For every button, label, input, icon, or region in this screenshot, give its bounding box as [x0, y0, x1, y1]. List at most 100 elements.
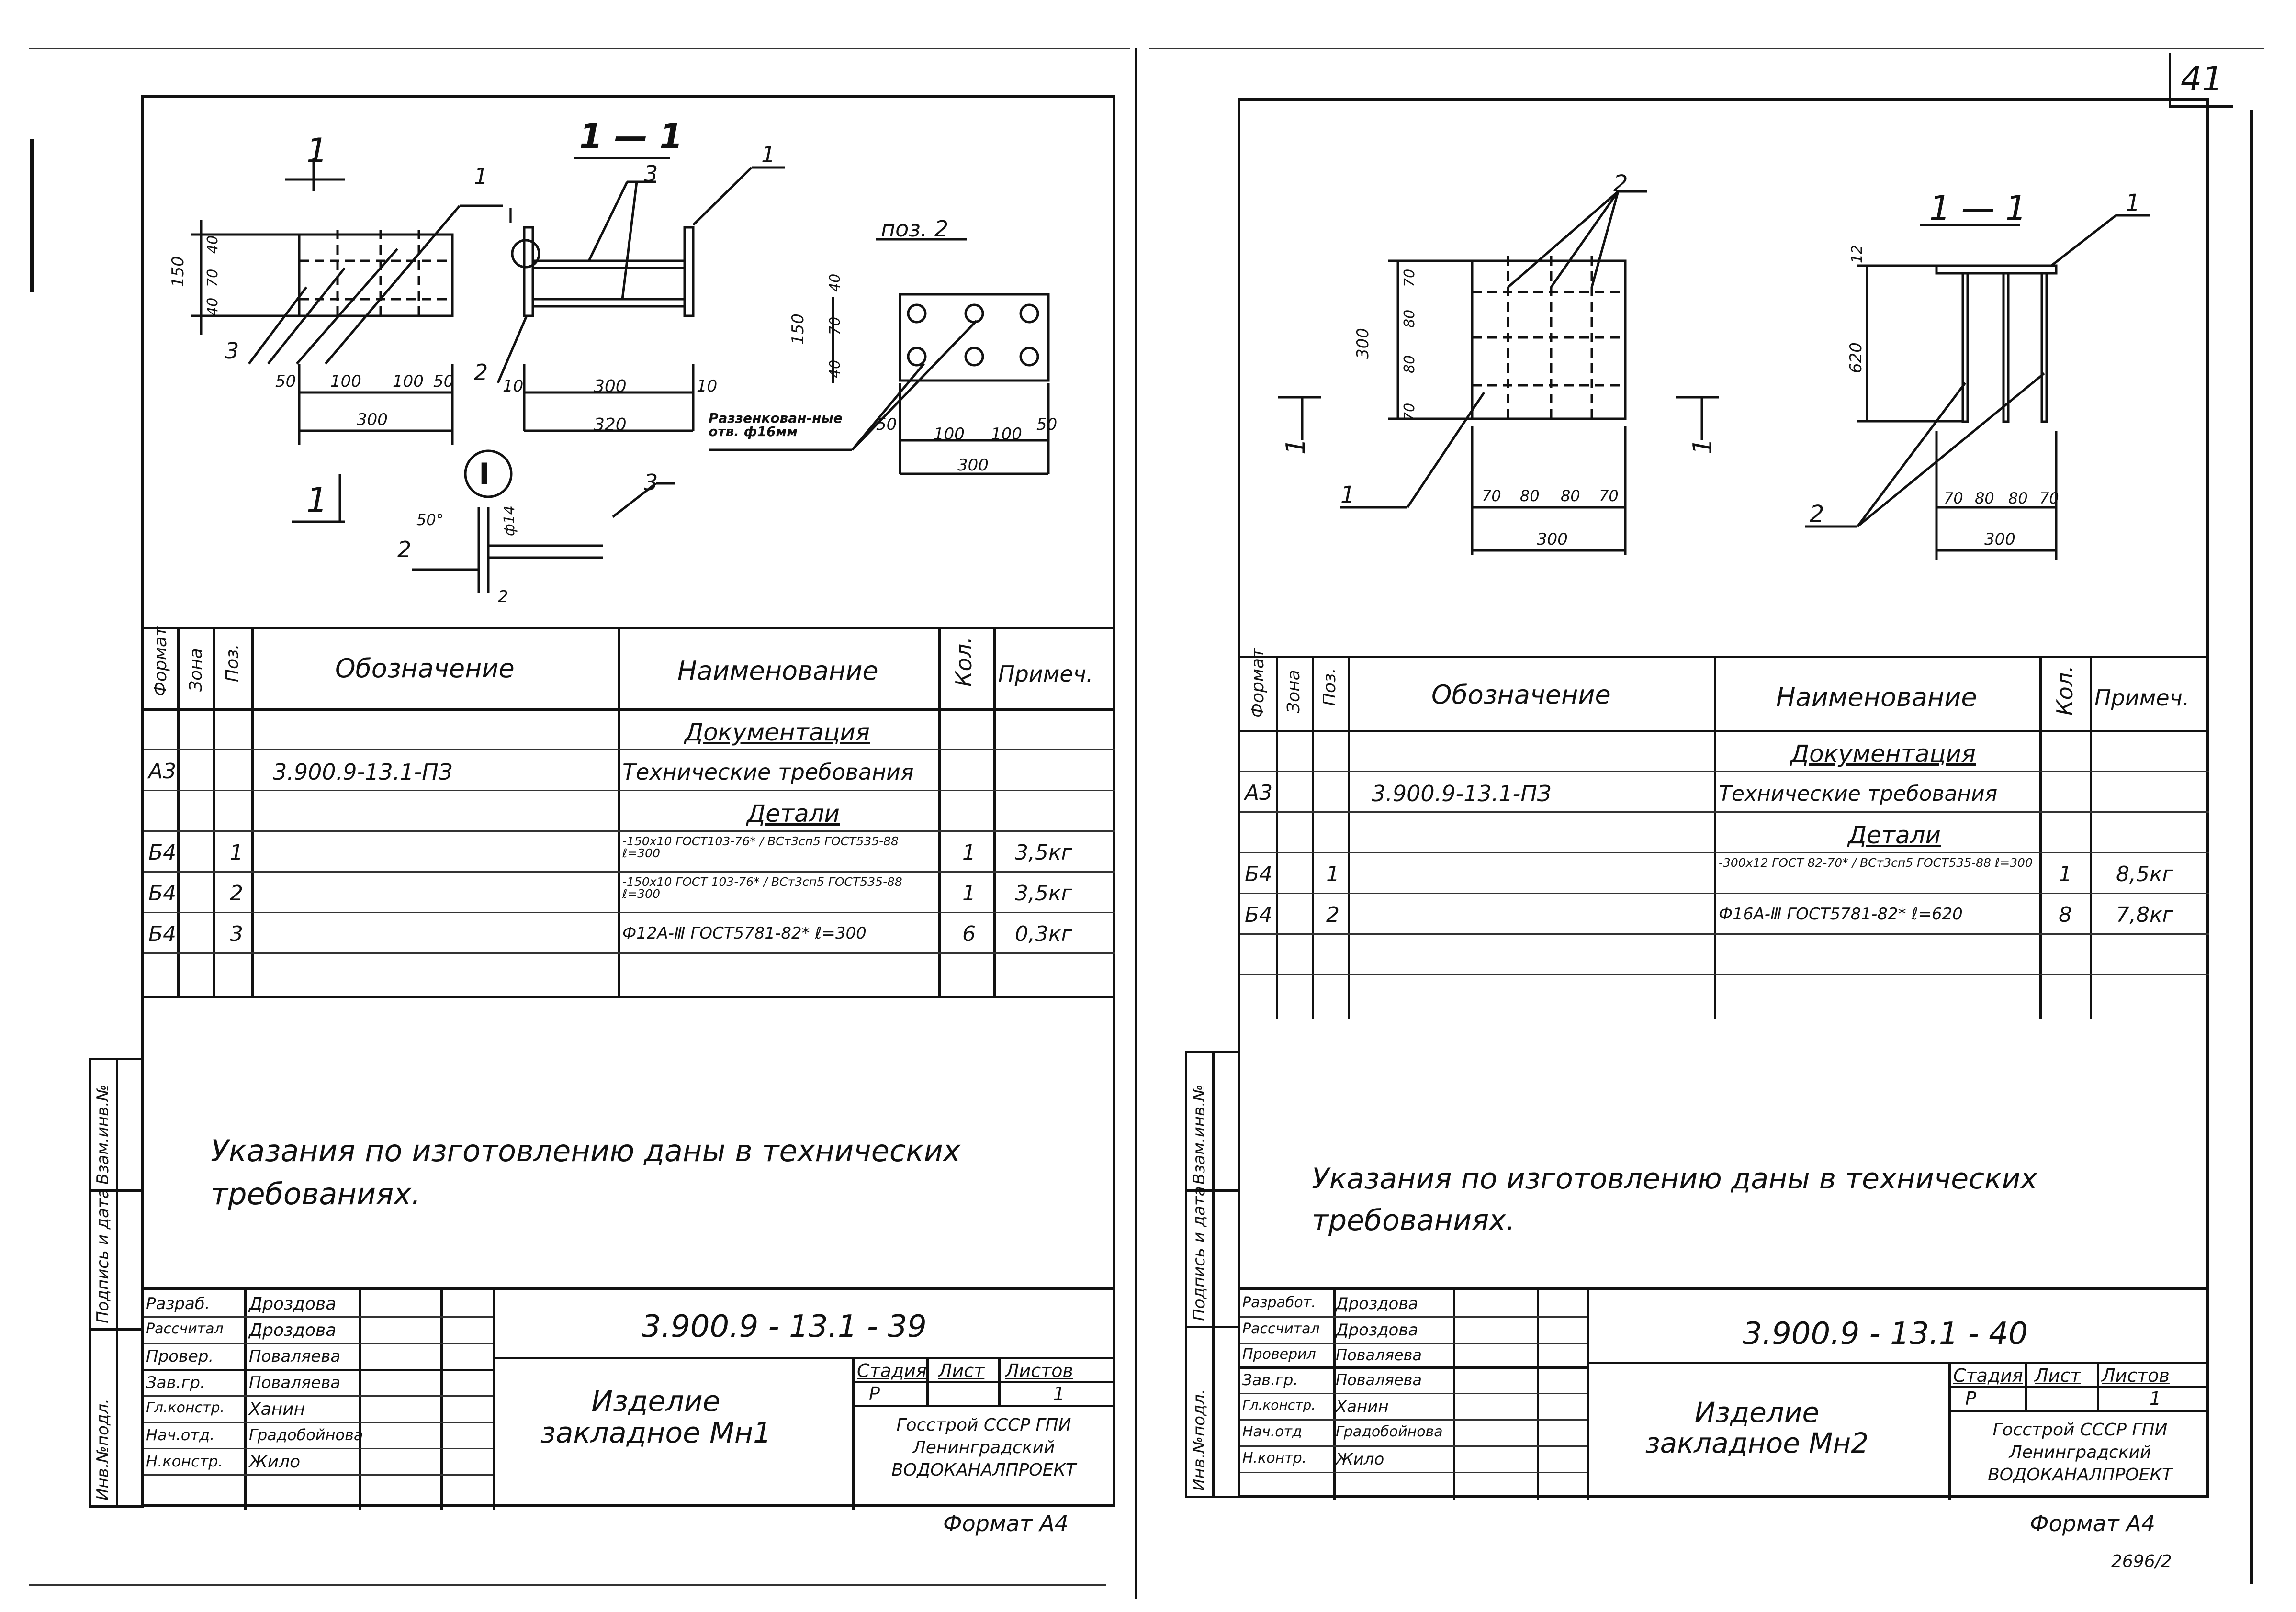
- right-callout-2a: 2: [1613, 170, 1628, 197]
- page-number: 41: [2181, 59, 2224, 99]
- left-dim-70: 70: [204, 269, 221, 287]
- left-role-6: Н.констр.: [146, 1452, 223, 1470]
- r-row5-qty: 8: [2059, 903, 2072, 927]
- right-role-2: Проверил: [1242, 1346, 1316, 1363]
- pos2-dim-50b: 50: [1036, 415, 1058, 434]
- right-name-2: Поваляева: [1336, 1346, 1422, 1364]
- r-row2-format: А3: [1245, 781, 1273, 805]
- pos2-dim-100a: 100: [934, 425, 965, 444]
- left-callout-3b: 3: [644, 161, 658, 187]
- left-dim-100a: 100: [330, 372, 361, 391]
- r-row5-pos: 2: [1326, 903, 1339, 927]
- r-col-pos: Поз.: [1320, 668, 1339, 706]
- right-role-6: Н.контр.: [1242, 1450, 1307, 1466]
- pos2-dim-150: 150: [788, 313, 808, 345]
- right-dim-h-80b: 80: [1561, 487, 1580, 505]
- countersink-note: Раззенкован-ные отв. ф16мм: [709, 410, 843, 439]
- pos2-dim-300: 300: [957, 456, 989, 475]
- left-name-6: Жило: [249, 1452, 301, 1472]
- r-row2-designation: 3.900.9-13.1-ПЗ: [1372, 781, 1552, 806]
- left-name-2: Поваляева: [249, 1347, 341, 1366]
- right-sec-dim-80a: 80: [1975, 489, 1994, 507]
- pos2-dim-50a: 50: [876, 415, 897, 434]
- right-name-5: Градобойнова: [1336, 1423, 1443, 1440]
- left-name-1: Дроздова: [249, 1321, 337, 1340]
- right-sheets: 1: [2150, 1388, 2161, 1409]
- left-dim-50a: 50: [275, 372, 296, 391]
- row2-format: А3: [148, 759, 177, 784]
- row4-qty: 1: [962, 840, 976, 865]
- row-doc-heading: Документация: [685, 718, 870, 746]
- left-role-0: Разраб.: [146, 1294, 210, 1313]
- row2-name: Технические требования: [622, 759, 914, 785]
- left-dim-300: 300: [357, 410, 388, 429]
- right-plan-plate: [1471, 259, 1627, 420]
- col-name: Наименование: [677, 656, 878, 686]
- r-row4-qty: 1: [2059, 862, 2072, 886]
- r-row5-format: Б4: [1245, 903, 1273, 927]
- right-role-1: Рассчитал: [1242, 1321, 1320, 1337]
- top-trim-right: [1149, 48, 2264, 49]
- left-item-name: Изделие закладное Мн1: [540, 1385, 772, 1450]
- row6-name: Ф12А-Ⅲ ГОСТ5781-82* ℓ=300: [622, 924, 867, 943]
- r-col-format: Формат: [1248, 648, 1268, 718]
- right-title-block: Разработ. Рассчитал Проверил Зав.гр. Гл.…: [1240, 1287, 2209, 1500]
- left-role-3: Зав.гр.: [146, 1373, 205, 1392]
- detail-dim-2: 2: [498, 587, 508, 606]
- right-dim-v-80a: 80: [1401, 309, 1418, 328]
- right-name-3: Поваляева: [1336, 1371, 1422, 1389]
- right-spec-table: Формат Зона Поз. Обозначение Наименовани…: [1240, 648, 2209, 1019]
- r-col-zone: Зона: [1284, 670, 1304, 713]
- left-callout-1: 1: [474, 163, 488, 189]
- left-sec-dim-300: 300: [594, 377, 627, 396]
- right-dim-v-300: 300: [1353, 328, 1373, 359]
- left-margin-mark: [30, 139, 34, 292]
- row4-note: 3,5кг: [1015, 840, 1072, 865]
- left-callout-3c: 3: [644, 470, 658, 495]
- right-sec-dim-70b: 70: [2039, 489, 2059, 507]
- left-detail-mark-small: I: [507, 204, 514, 228]
- left-role-5: Нач.отд.: [146, 1426, 215, 1444]
- pos2-dim-100b: 100: [991, 425, 1022, 444]
- pos2-dim-40a: 40: [827, 273, 844, 292]
- right-side-stamp: Взам.инв.№ Подпись и дата Инв.№подл.: [1185, 1051, 1240, 1498]
- right-sheets-label: Листов: [2102, 1365, 2170, 1386]
- left-dim-40a: 40: [204, 235, 221, 254]
- right-dim-h-80a: 80: [1520, 487, 1540, 505]
- right-dim-h-300: 300: [1537, 530, 1568, 549]
- right-role-3: Зав.гр.: [1242, 1371, 1298, 1389]
- r-col-qty: Кол.: [2052, 665, 2078, 716]
- left-sheets-label: Листов: [1005, 1360, 1073, 1381]
- right-stage-label: Стадия: [1953, 1365, 2023, 1386]
- right-sec-dim-80b: 80: [2008, 489, 2028, 507]
- pos2-dim-70: 70: [827, 316, 844, 335]
- left-stage-label: Стадия: [857, 1360, 927, 1381]
- right-sec-dim-300: 300: [1984, 530, 2015, 549]
- col-designation: Обозначение: [335, 653, 515, 683]
- left-sec-dim-320: 320: [594, 415, 627, 435]
- right-stamp-sign: Подпись и дата: [1190, 1186, 1209, 1321]
- detail-dim-dia: ф14: [501, 505, 518, 536]
- pos2-title: поз. 2: [881, 216, 949, 242]
- left-sec-dim-10b: 10: [697, 377, 718, 396]
- pos2-dim-40b: 40: [827, 359, 844, 378]
- row4-name: -150х10 ГОСТ103-76* / ВСт3сп5 ГОСТ535-88…: [622, 834, 899, 860]
- right-role-4: Гл.констр.: [1242, 1397, 1316, 1413]
- left-sheet-label: Лист: [938, 1360, 985, 1381]
- r-row-doc-heading: Документация: [1790, 740, 1976, 768]
- left-role-4: Гл.констр.: [146, 1399, 225, 1416]
- left-title-block: Разраб. Рассчитал Провер. Зав.гр. Гл.кон…: [144, 1287, 1115, 1510]
- r-row2-name: Технические требования: [1719, 782, 1998, 806]
- r-row4-name: -300х12 ГОСТ 82-70* / ВСт3сп5 ГОСТ535-88…: [1719, 856, 2033, 870]
- r-row5-name: Ф16А-Ⅲ ГОСТ5781-82* ℓ=620: [1719, 905, 1963, 924]
- left-format: Формат А4: [943, 1511, 1069, 1536]
- right-section-title: 1 — 1: [1929, 189, 2027, 228]
- right-sheet-label: Лист: [2035, 1365, 2081, 1386]
- left-stamp-swap: Взам.инв.№: [93, 1084, 113, 1185]
- row5-pos: 2: [230, 881, 243, 906]
- r-row4-format: Б4: [1245, 862, 1273, 886]
- left-callout-2b: 2: [397, 537, 412, 562]
- row-details-heading: Детали: [747, 800, 840, 828]
- row4-format: Б4: [148, 840, 177, 865]
